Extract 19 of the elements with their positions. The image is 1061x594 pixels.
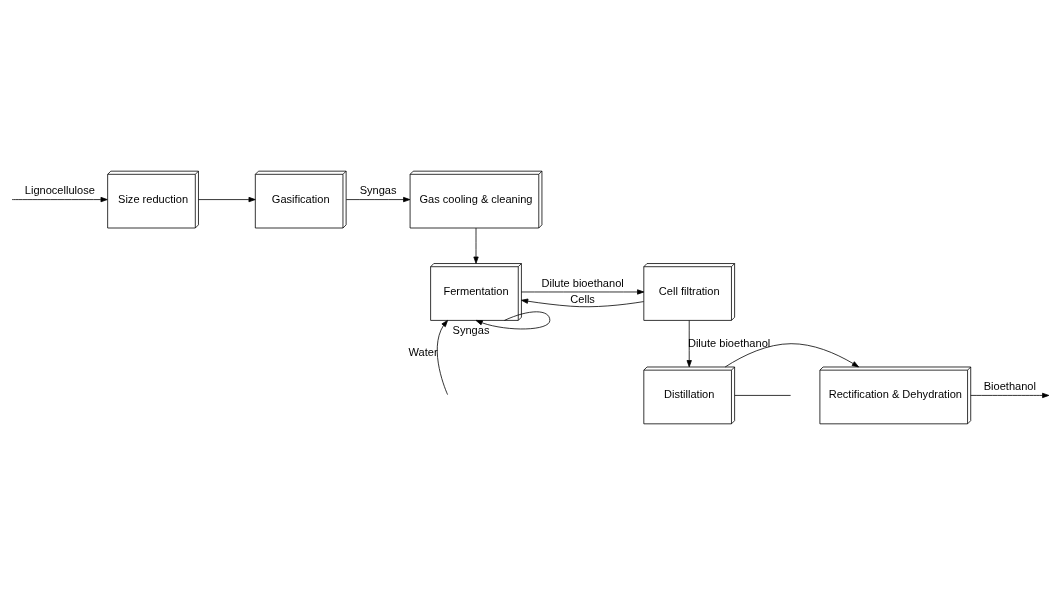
arrow [345,196,411,202]
edge-label: Dilute bioethanol [541,276,624,289]
edge-label: Syngas [452,323,490,336]
arrow [724,342,859,367]
arrow [686,319,692,367]
arrow [473,227,479,264]
edge-label: Bioethanol [983,379,1036,392]
edge-label: Cells [570,292,595,305]
edge-label: Dilute bioethanol [687,336,771,349]
arrow [436,319,448,395]
connector [734,394,792,396]
arrow [11,196,108,202]
arrow [198,196,256,202]
arrow [970,392,1050,398]
arrow [521,288,645,295]
edge-label: Syngas [359,183,397,196]
arrow [475,310,551,329]
edge-label: Lignocellulose [24,183,95,196]
arrow [521,298,644,307]
